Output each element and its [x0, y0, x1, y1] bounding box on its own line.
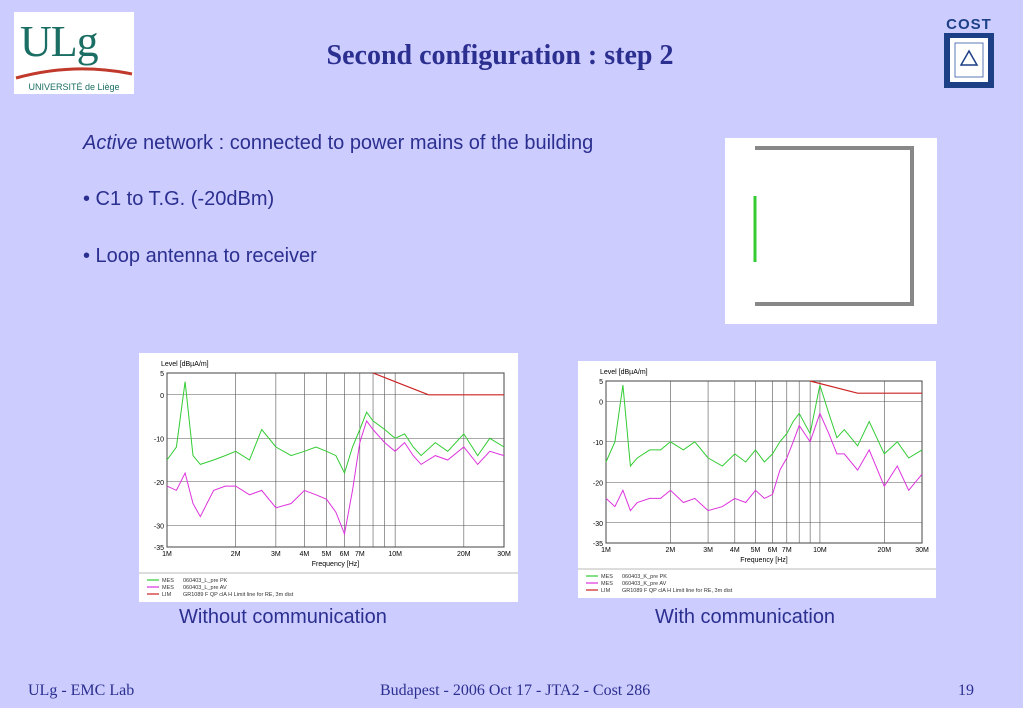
- y-tick-label: 5: [160, 371, 164, 378]
- y-tick-label: -35: [593, 541, 603, 548]
- x-tick-label: 4M: [730, 547, 740, 554]
- legend-entry: GR1089 F QP clA H Limit line for RE, 3m …: [183, 592, 294, 598]
- caption-with-communication: With communication: [655, 606, 836, 628]
- legend-entry: 060403_L_pre PK: [183, 578, 228, 584]
- y-tick-label: -10: [154, 436, 164, 443]
- chart-without-communication: 1M 2M 3M 4M 5M 6M 7M 10M 20M 30M 5 0 -10 -20 -30 -35 Lev…: [139, 353, 518, 602]
- x-axis-label: Frequency [Hz]: [740, 557, 788, 564]
- y-axis-label: Level [dBµA/m]: [600, 369, 648, 376]
- x-tick-label: 30M: [497, 551, 511, 558]
- y-tick-label: -20: [593, 480, 603, 487]
- x-tick-label: 7M: [782, 547, 792, 554]
- x-tick-label: 5M: [751, 547, 761, 554]
- slide-title: Second configuration : step 2: [326, 40, 674, 71]
- ulg-logo: ULg UNIVERSITÉ de Liège: [14, 12, 134, 94]
- x-tick-label: 6M: [340, 551, 350, 558]
- y-tick-label: 0: [160, 393, 164, 400]
- x-tick-label: 4M: [299, 551, 309, 558]
- legend-tag: MES: [162, 585, 174, 591]
- y-tick-label: -10: [593, 440, 603, 447]
- y-tick-label: -30: [154, 523, 164, 530]
- x-tick-label: 10M: [388, 551, 402, 558]
- legend-entry: 060403_L_pre AV: [183, 585, 227, 591]
- x-tick-label: 5M: [322, 551, 332, 558]
- footer-lab: ULg - EMC Lab: [28, 682, 135, 699]
- cost-logo: COST: [941, 16, 997, 90]
- chart-svg-with-communication: 1M 2M 3M 4M 5M 6M 7M 10M 20M 30M 5 0 -10 -20 -30 -35 Lev…: [578, 369, 936, 594]
- x-tick-label: 2M: [666, 547, 676, 554]
- page-number: 19: [958, 682, 974, 699]
- y-tick-label: 5: [599, 379, 603, 386]
- x-tick-label: 7M: [355, 551, 365, 558]
- average-series-line: [605, 412, 923, 512]
- x-tick-label: 3M: [703, 547, 713, 554]
- peak-series-line: [166, 381, 505, 475]
- legend-tag: MES: [601, 574, 613, 580]
- y-axis-label: Level [dBµA/m]: [161, 361, 209, 368]
- legend-tag: MES: [601, 581, 613, 587]
- building-outline: [755, 146, 914, 306]
- bullet-loop-antenna: • Loop antenna to receiver: [83, 245, 317, 267]
- limit-line: [809, 380, 922, 394]
- caption-without-communication: Without communication: [179, 606, 387, 628]
- x-tick-label: 6M: [768, 547, 778, 554]
- cost-emblem-icon: [944, 32, 994, 88]
- y-tick-label: -20: [154, 480, 164, 487]
- x-tick-label: 20M: [878, 547, 892, 554]
- network-description: Active network : connected to power main…: [83, 132, 593, 155]
- footer-event: Budapest - 2006 Oct 17 - JTA2 - Cost 286: [380, 682, 651, 699]
- x-tick-label: 1M: [162, 551, 172, 558]
- x-tick-label: 1M: [601, 547, 611, 554]
- x-tick-label: 10M: [813, 547, 827, 554]
- legend-tag: MES: [162, 578, 174, 584]
- active-word: Active: [83, 132, 138, 154]
- building-diagram: [725, 138, 937, 324]
- x-tick-label: 30M: [915, 547, 929, 554]
- ulg-logo-subtext: UNIVERSITÉ de Liège: [28, 82, 120, 92]
- ulg-logo-swoosh: [15, 67, 133, 80]
- ulg-logo-text: ULg: [20, 17, 99, 66]
- bullet-c1: • C1 to T.G. (-20dBm): [83, 188, 275, 210]
- legend-entry: GR1089 F QP clA H Limit line for RE, 3m …: [622, 588, 733, 594]
- limit-line: [372, 372, 504, 396]
- x-tick-label: 3M: [271, 551, 281, 558]
- legend-tag: LIM: [162, 592, 172, 598]
- x-axis-label: Frequency [Hz]: [312, 561, 360, 568]
- cost-logo-text: COST: [946, 16, 992, 33]
- chart-with-communication: 1M 2M 3M 4M 5M 6M 7M 10M 20M 30M 5 0 -10 -20 -30 -35 Lev…: [578, 361, 936, 598]
- peak-series-line: [605, 384, 923, 468]
- x-tick-label: 2M: [231, 551, 241, 558]
- y-tick-label: -35: [154, 545, 164, 552]
- y-tick-label: 0: [599, 399, 603, 406]
- y-tick-label: -30: [593, 521, 603, 528]
- legend-entry: 060403_K_pre AV: [622, 581, 667, 587]
- legend-tag: LIM: [601, 588, 611, 594]
- chart-svg-without-communication: 1M 2M 3M 4M 5M 6M 7M 10M 20M 30M 5 0 -10 -20 -30 -35 Lev…: [139, 361, 518, 598]
- network-description-rest: network : connected to power mains of th…: [137, 132, 594, 154]
- legend-entry: 060403_K_pre PK: [622, 574, 667, 580]
- plot-area: [166, 372, 505, 548]
- x-tick-label: 20M: [457, 551, 471, 558]
- average-series-line: [166, 419, 505, 536]
